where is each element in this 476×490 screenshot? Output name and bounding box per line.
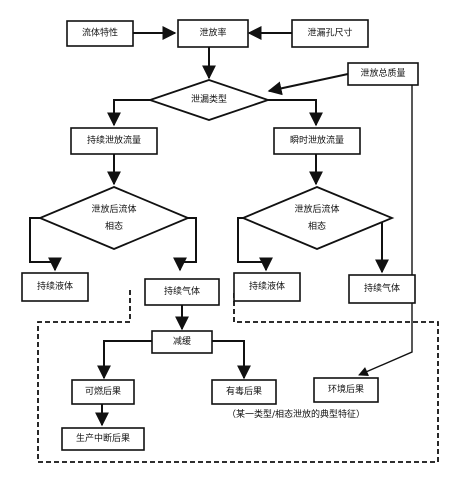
- node-post-release-phase-right: 泄放后流体 相态: [240, 186, 395, 250]
- mitigation-label: 减缓: [173, 335, 191, 347]
- node-continuous-liquid-right: 持续液体: [233, 272, 301, 302]
- leak-hole-size-label: 泄漏孔尺寸: [307, 27, 352, 39]
- node-continuous-release-rate: 持续泄放流量: [70, 127, 158, 155]
- instant-release-rate-label: 瞬时泄放流量: [290, 134, 344, 146]
- edge-type-to-instant: [266, 99, 323, 127]
- edge-mitigation-to-flammable: [97, 340, 152, 380]
- flammable-consequence-label: 可燃后果: [85, 385, 121, 397]
- node-flammable-consequence: 可燃后果: [71, 379, 135, 405]
- continuous-liquid-left-label: 持续液体: [37, 280, 73, 292]
- edge-mass-to-type: [267, 73, 349, 96]
- node-leak-type: 泄漏类型: [147, 79, 271, 121]
- edge-phase-left-to-liquid: [29, 217, 62, 272]
- node-toxic-consequence: 有毒后果: [211, 379, 277, 405]
- toxic-consequence-label: 有毒后果: [226, 385, 262, 397]
- caption-typical-characteristics: （某一类型/相态泄放的典型特征）: [227, 408, 365, 420]
- node-leak-hole-size: 泄漏孔尺寸: [291, 19, 369, 48]
- node-production-interruption: 生产中断后果: [61, 427, 145, 451]
- edge-mitigation-to-toxic: [212, 340, 251, 380]
- production-interruption-label: 生产中断后果: [76, 432, 130, 444]
- node-environmental-consequence: 环境后果: [313, 377, 379, 403]
- release-rate-label: 泄放率: [199, 27, 226, 39]
- edge-phase-right-to-gas: [375, 217, 392, 274]
- post-release-phase-left-line2: 相态: [105, 220, 123, 232]
- node-continuous-gas-center: 持续气体: [144, 278, 220, 306]
- total-release-mass-label: 泄放总质量: [360, 67, 405, 79]
- node-continuous-gas-right: 持续气体: [348, 274, 416, 304]
- continuous-gas-right-label: 持续气体: [364, 282, 400, 294]
- edge-type-to-continuous: [107, 99, 152, 127]
- node-release-rate: 泄放率: [177, 19, 249, 48]
- node-instant-release-rate: 瞬时泄放流量: [273, 127, 361, 155]
- post-release-phase-right-line1: 泄放后流体: [294, 203, 339, 215]
- fluid-properties-label: 流体特性: [82, 27, 118, 39]
- node-continuous-liquid-left: 持续液体: [21, 272, 89, 302]
- continuous-gas-center-label: 持续气体: [164, 285, 200, 297]
- leak-type-label: 泄漏类型: [191, 93, 227, 105]
- post-release-phase-left-line1: 泄放后流体: [91, 203, 136, 215]
- node-fluid-properties: 流体特性: [66, 20, 134, 47]
- node-post-release-phase-left: 泄放后流体 相态: [37, 186, 191, 250]
- post-release-phase-right-line2: 相态: [308, 220, 326, 232]
- continuous-release-rate-label: 持续泄放流量: [87, 134, 141, 146]
- environmental-consequence-label: 环境后果: [328, 383, 364, 395]
- node-total-release-mass: 泄放总质量: [347, 62, 419, 86]
- typical-characteristics-boundary: [37, 290, 439, 463]
- continuous-liquid-right-label: 持续液体: [249, 280, 285, 292]
- node-mitigation: 减缓: [151, 330, 213, 354]
- edge-phase-left-to-gas: [173, 217, 197, 272]
